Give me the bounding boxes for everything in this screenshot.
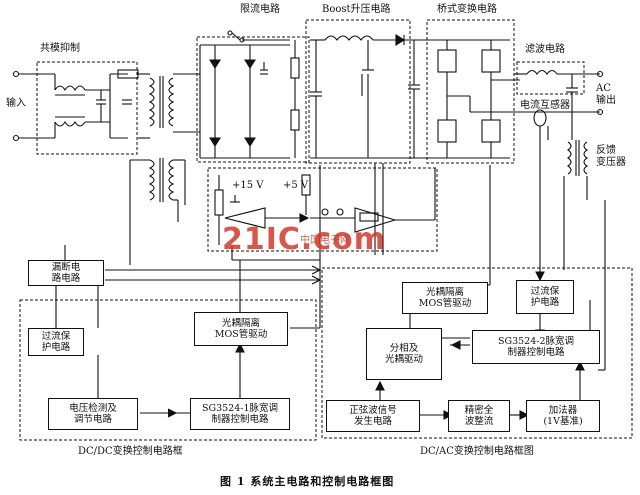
- rectifier-bridge: [199, 30, 300, 159]
- plus5v-label: +5 V: [283, 180, 309, 191]
- protect-detect-block: 漏断电 路电路: [28, 260, 104, 286]
- boost-frame: [305, 19, 411, 164]
- clamp-circuit-label: 限流电路: [240, 4, 280, 15]
- input-terminals: [12, 70, 55, 142]
- watermark-site: 中国电子网: [300, 235, 350, 246]
- aux-transformer: [129, 158, 186, 265]
- phase-split-block: 分相及 光耦驱动: [366, 328, 442, 380]
- dcac-frame: [321, 267, 633, 439]
- feedback-transformer-symbol: [563, 112, 588, 268]
- main-transformer: [138, 73, 200, 139]
- boost-components: [310, 34, 430, 159]
- dcac-group-title: DC/AC变换控制电路框图: [420, 446, 534, 457]
- emi-filter-label: 共模抑制: [40, 43, 80, 54]
- plus15v-label: +15 V: [232, 180, 264, 191]
- ac-output-label: AC 输出: [596, 83, 616, 106]
- adder-block: 加法器 (1V基准): [526, 400, 600, 432]
- sine-gen-block: 正弦波信号 发生电路: [326, 400, 420, 432]
- figure-caption: 图 1 系统主电路和控制电路框图: [220, 475, 395, 488]
- bridge-inverter-label: 桥式变换电路: [437, 4, 497, 15]
- signal-wiring: [55, 163, 606, 420]
- dcdc-group-title: DC/DC变换控制电路框: [78, 446, 183, 457]
- dcdc-frame: [19, 299, 317, 441]
- dashed-frames: [19, 19, 633, 441]
- emi-frame: [36, 61, 138, 155]
- input-label: 输入: [6, 98, 26, 109]
- watermark-logo: 21IC.com: [222, 222, 386, 257]
- voltage-detect-block: 电压检测及 调节电路: [48, 398, 138, 430]
- emi-filter-components: [54, 69, 139, 139]
- aux-frame: [207, 167, 438, 252]
- output-filter-label: 滤波电路: [525, 44, 565, 55]
- output-filter-components: [514, 69, 604, 268]
- filter-frame: [516, 61, 585, 95]
- current-transformer-label: 电流互感器: [520, 100, 570, 111]
- overcurrent-left-block: 过流保 护电路: [28, 328, 84, 356]
- clamp-frame: [196, 36, 310, 163]
- aux-regulator-components: [214, 168, 436, 261]
- fsin-wave-block: 精密全 波整流: [448, 400, 510, 432]
- bridge-inverter-components: [430, 39, 520, 159]
- opto-mos-right-block: 光耦隔离 MOS管驱动: [402, 282, 488, 314]
- feedback-transformer-label: 反馈 变压器: [596, 145, 626, 168]
- pwm-left-block: SG3524-1脉宽调 制器控制电路: [190, 398, 290, 430]
- overcurrent-right-block: 过流保 护电路: [516, 280, 574, 314]
- boost-circuit-label: Boost升压电路: [322, 4, 391, 15]
- opto-mos-left-block: 光耦隔离 MOS管驱动: [194, 312, 288, 346]
- pwm-right-block: SG3524-2脉宽调 制器控制电路: [472, 330, 600, 364]
